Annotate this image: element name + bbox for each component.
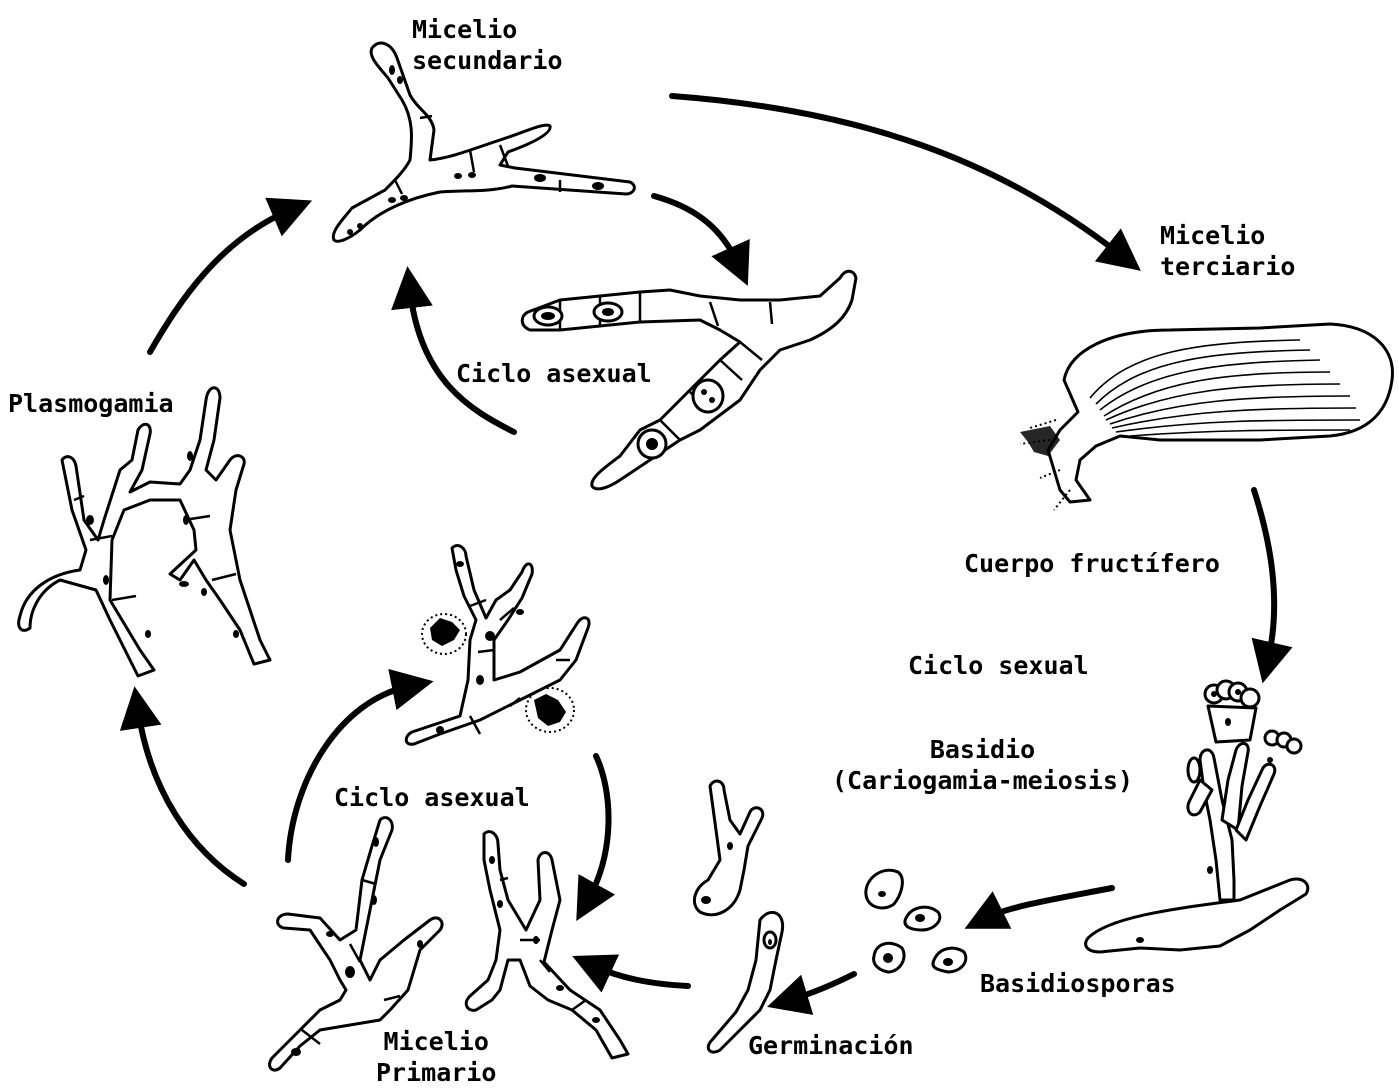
plasmogamy-illustration — [19, 388, 270, 676]
label-basidiosporas: Basidiosporas — [980, 968, 1176, 999]
label-plasmogamia: Plasmogamia — [8, 388, 174, 419]
basidiospores-illustration — [866, 870, 966, 972]
label-ciclo-sexual: Ciclo sexual — [908, 650, 1089, 681]
basidia-illustration — [1086, 681, 1308, 952]
label-ciclo-asexual-top: Ciclo asexual — [456, 358, 652, 389]
label-micelio-secundario: Micelio secundario — [412, 14, 563, 76]
label-micelio-primario: Micelio Primario — [376, 1026, 496, 1088]
label-micelio-terciario: Micelio terciario — [1160, 220, 1295, 282]
label-ciclo-asexual-bottom: Ciclo asexual — [334, 782, 530, 813]
conidiophore-illustration — [406, 546, 589, 745]
germinating-spores-illustration — [694, 781, 782, 1052]
label-germinacion: Germinación — [748, 1030, 914, 1061]
label-cuerpo-fructifero: Cuerpo fructífero — [964, 548, 1220, 579]
fruiting-body-illustration — [1020, 324, 1392, 510]
label-basidio: Basidio (Cariogamia-meiosis) — [832, 734, 1133, 796]
